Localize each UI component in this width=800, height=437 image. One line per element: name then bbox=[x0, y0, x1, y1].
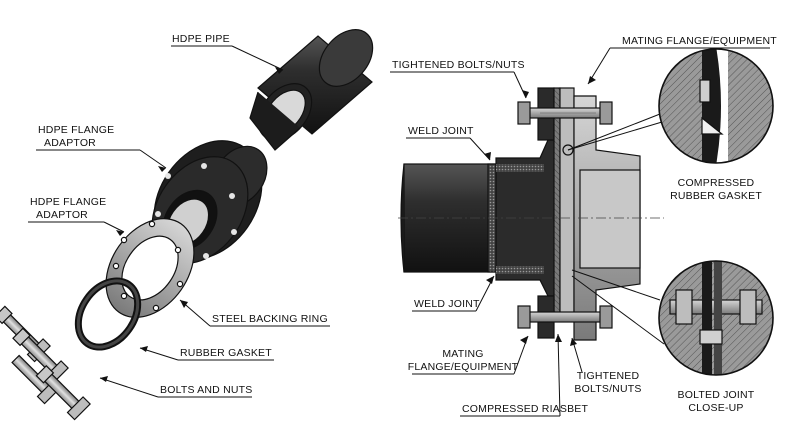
label-tightened-bolts-top: TIGHTENED BOLTS/NUTS bbox=[390, 59, 529, 99]
svg-text:HDPE PIPE: HDPE PIPE bbox=[172, 33, 230, 45]
label-compressed-riasbet: COMPRESSED RIASBET bbox=[460, 333, 589, 417]
detail-link-top bbox=[567, 113, 661, 151]
label-rubber-gasket: RUBBER GASKET bbox=[139, 346, 274, 361]
detail-link-bottom-2 bbox=[571, 275, 665, 345]
label-hdpe-flange-adaptor-2: HDPE FLANGE ADAPTOR bbox=[28, 196, 125, 236]
label-bolts-and-nuts: BOLTS AND NUTS bbox=[99, 376, 252, 398]
svg-text:BOLTS/NUTS: BOLTS/NUTS bbox=[574, 383, 641, 395]
section-view: TIGHTENED BOLTS/NUTS MATING FLANGE/EQUIP… bbox=[390, 35, 777, 417]
svg-text:RUBBER GASKET: RUBBER GASKET bbox=[670, 190, 762, 202]
label-weld-joint-bottom: WELD JOINT bbox=[412, 275, 495, 312]
exploded-view: HDPE PIPE HDPE FLANGE ADAPTOR HDPE FLANG… bbox=[0, 29, 374, 421]
detail-bolted-joint: BOLTED JOINT CLOSE-UP bbox=[658, 260, 774, 414]
svg-text:TIGHTENED: TIGHTENED bbox=[577, 370, 640, 382]
svg-text:MATING FLANGE/EQUIPMENT: MATING FLANGE/EQUIPMENT bbox=[622, 35, 777, 47]
svg-text:COMPRESSED: COMPRESSED bbox=[678, 177, 755, 189]
svg-text:BOLTED JOINT: BOLTED JOINT bbox=[678, 389, 755, 401]
bolts-part bbox=[0, 305, 91, 421]
label-hdpe-flange-adaptor-1: HDPE FLANGE ADAPTOR bbox=[36, 124, 167, 172]
rubber-gasket-part bbox=[74, 277, 142, 351]
svg-text:ADAPTOR: ADAPTOR bbox=[44, 137, 96, 149]
label-mating-flange-bottom: MATING FLANGE/EQUIPMENT bbox=[408, 335, 529, 375]
svg-text:WELD JOINT: WELD JOINT bbox=[414, 298, 480, 310]
svg-text:CLOSE-UP: CLOSE-UP bbox=[688, 402, 743, 414]
section-bolt-bottom bbox=[517, 305, 613, 329]
label-mating-flange-top: MATING FLANGE/EQUIPMENT bbox=[587, 35, 777, 85]
label-tightened-bolts-bottom: TIGHTENED BOLTS/NUTS bbox=[570, 337, 641, 395]
svg-text:MATING: MATING bbox=[442, 348, 483, 360]
svg-text:RUBBER GASKET: RUBBER GASKET bbox=[180, 347, 272, 359]
label-weld-joint-top: WELD JOINT bbox=[406, 125, 491, 161]
detail-link-bottom bbox=[571, 269, 661, 301]
svg-text:WELD JOINT: WELD JOINT bbox=[408, 125, 474, 137]
detail-compressed-gasket: COMPRESSED RUBBER GASKET bbox=[658, 48, 774, 202]
label-steel-backing-ring: STEEL BACKING RING bbox=[179, 299, 330, 327]
section-mating-flange bbox=[562, 95, 641, 341]
svg-text:HDPE FLANGE: HDPE FLANGE bbox=[30, 196, 106, 208]
label-hdpe-pipe: HDPE PIPE bbox=[171, 33, 284, 74]
steel-backing-ring-part bbox=[105, 218, 195, 318]
svg-text:ADAPTOR: ADAPTOR bbox=[36, 209, 88, 221]
svg-text:STEEL BACKING RING: STEEL BACKING RING bbox=[212, 313, 328, 325]
svg-text:BOLTS AND NUTS: BOLTS AND NUTS bbox=[160, 384, 252, 396]
svg-text:TIGHTENED BOLTS/NUTS: TIGHTENED BOLTS/NUTS bbox=[392, 59, 525, 71]
svg-text:HDPE FLANGE: HDPE FLANGE bbox=[38, 124, 114, 136]
section-bolt-top bbox=[517, 101, 613, 125]
detail-link-top-2 bbox=[567, 121, 663, 151]
svg-text:FLANGE/EQUIPMENT: FLANGE/EQUIPMENT bbox=[408, 361, 519, 373]
hdpe-pipe-part bbox=[249, 29, 374, 151]
svg-text:COMPRESSED RIASBET: COMPRESSED RIASBET bbox=[462, 403, 589, 415]
